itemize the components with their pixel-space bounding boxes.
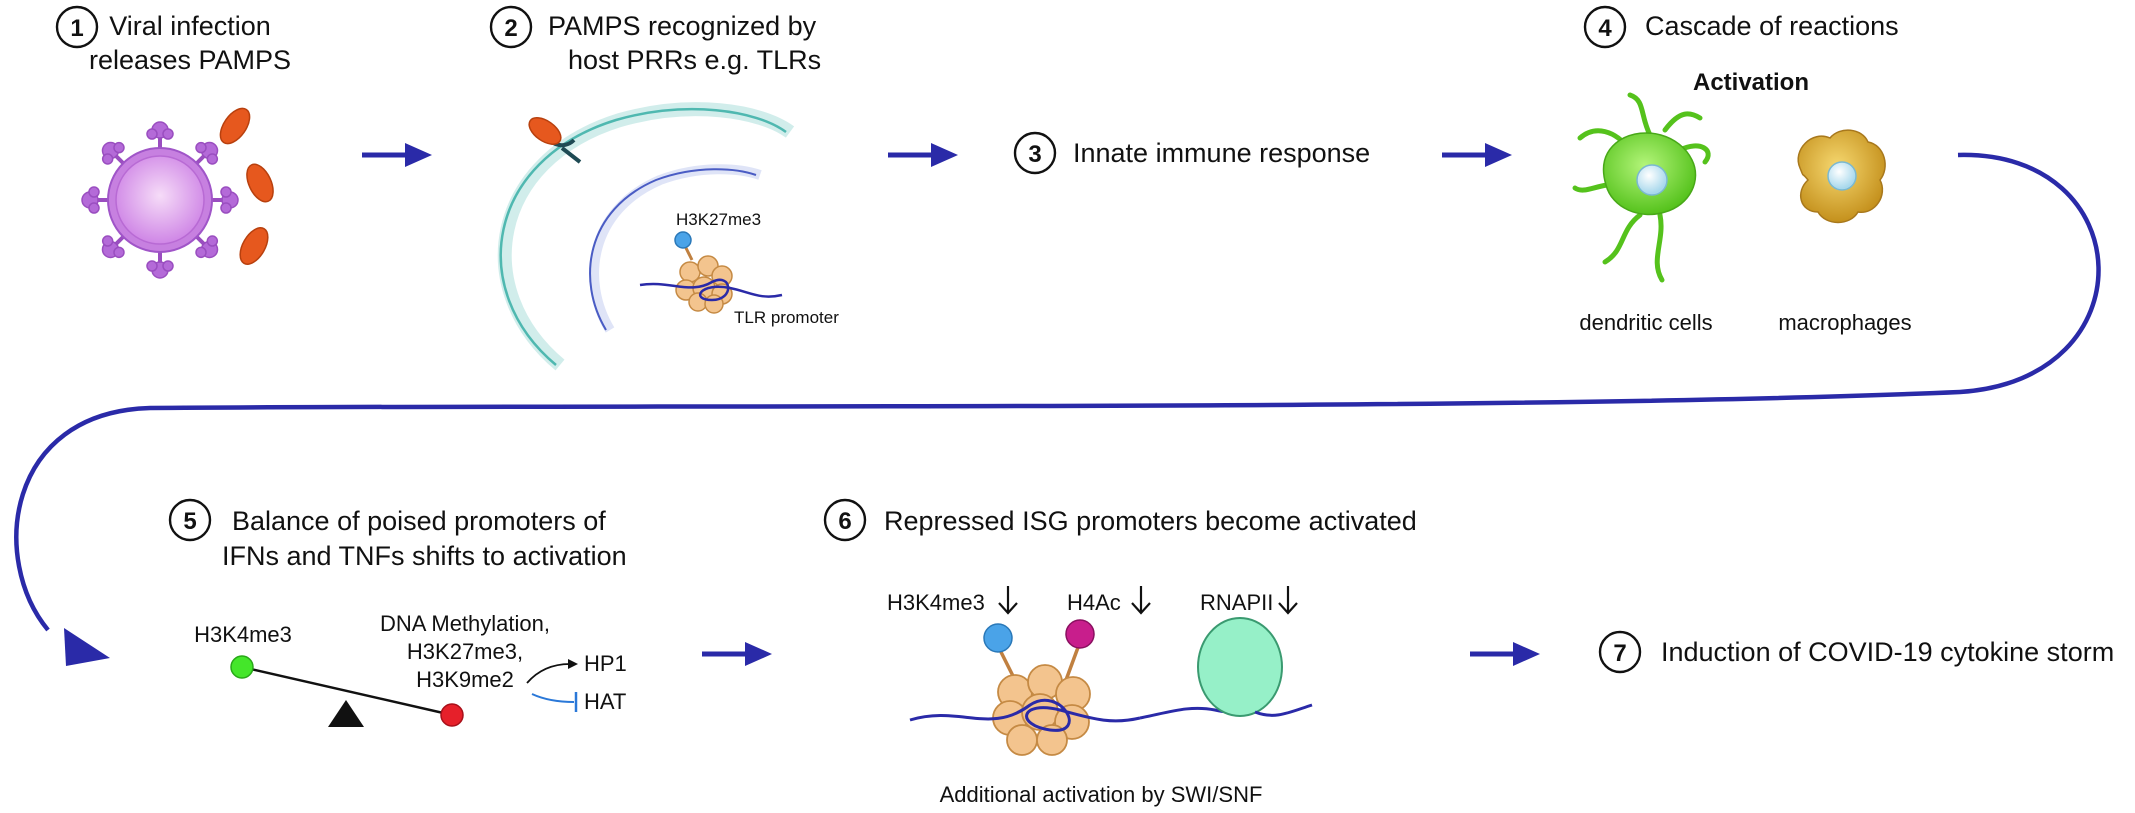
step-1-badge xyxy=(55,5,99,49)
repressive-marks-line3: H3K9me2 xyxy=(416,667,514,692)
step-2-title-line1: PAMPS recognized by xyxy=(548,11,817,41)
activation-heading: Activation xyxy=(1693,69,1809,96)
cell-membrane xyxy=(499,107,787,366)
step-5-number: 5 xyxy=(183,508,196,535)
step-5-title-line2: IFNs and TNFs shifts to activation xyxy=(222,541,627,571)
panel-2-host-cell: H3K27me3 TLR promoter xyxy=(497,102,839,371)
step-3: 3 Innate immune response xyxy=(1013,131,1370,175)
h3k27me3-mark xyxy=(674,231,692,249)
macrophage-icon xyxy=(1797,129,1886,224)
step-6-badge xyxy=(823,498,867,542)
h4ac-mark-label: H4Ac xyxy=(1067,590,1121,615)
step-3-badge xyxy=(1013,131,1057,175)
inhibition-bar-icon xyxy=(531,692,578,712)
step-5-badge xyxy=(168,498,212,542)
pamp-particle-2 xyxy=(246,163,274,203)
down-arrow-icon-2 xyxy=(1131,586,1151,615)
repressive-marks-line2: H3K27me3, xyxy=(407,639,523,664)
swisnf-footer: Additional activation by SWI/SNF xyxy=(940,782,1263,807)
repressive-marks-line1: DNA Methylation, xyxy=(380,611,550,636)
tlr-receptor-icon xyxy=(528,117,582,164)
step-1-title-line1: Viral infection xyxy=(109,11,271,41)
balance-scale-icon xyxy=(230,655,464,727)
step-7-badge xyxy=(1598,630,1642,674)
hp1-label: HP1 xyxy=(584,651,627,676)
arrow-3-to-4 xyxy=(1442,143,1512,167)
step-3-number: 3 xyxy=(1028,141,1041,168)
green-dot xyxy=(230,655,254,679)
h3k27me3-label: H3K27me3 xyxy=(676,210,761,229)
step-6-number: 6 xyxy=(838,508,851,535)
step-7-number: 7 xyxy=(1613,640,1626,667)
step-6: 6 Repressed ISG promoters become activat… xyxy=(823,498,1417,542)
activation-arrow-icon xyxy=(526,659,578,684)
step-4-number: 4 xyxy=(1598,15,1612,42)
down-arrow-icons xyxy=(998,586,1298,615)
connector-arrowhead xyxy=(64,628,110,666)
step-2-badge xyxy=(489,5,533,49)
step-4-title: Cascade of reactions xyxy=(1645,11,1899,41)
step-5-title-line1: Balance of poised promoters of xyxy=(232,506,606,536)
hat-label: HAT xyxy=(584,689,626,714)
flow-arrows xyxy=(362,143,1540,666)
step-5: 5 Balance of poised promoters of IFNs an… xyxy=(168,498,627,571)
rnapii-mark-label: RNAPII xyxy=(1200,590,1273,615)
h4ac-magenta-dot xyxy=(1065,619,1095,649)
panel-1-virus xyxy=(81,107,274,279)
tlr-promoter-label: TLR promoter xyxy=(734,308,839,327)
arrow-6-to-7 xyxy=(1470,642,1540,666)
down-arrow-icon-3 xyxy=(1278,586,1298,615)
h3k4me3-balance-label: H3K4me3 xyxy=(194,622,292,647)
virus-icon xyxy=(81,121,239,279)
connector-4-to-5 xyxy=(14,152,2101,666)
down-arrow-icon-1 xyxy=(998,586,1018,615)
step-4: 4 Cascade of reactions xyxy=(1583,5,1899,49)
activated-nucleosome-icon xyxy=(909,619,1261,756)
panel-4-activation: Activation dendritic cells macrophages xyxy=(1572,69,1912,335)
panel-5-balance: H3K4me3 DNA Methylation, H3K27me3, H3K9m… xyxy=(194,611,627,727)
arrow-2-to-3 xyxy=(888,143,958,167)
pamp-particle-3 xyxy=(239,227,269,265)
h3k4me3-mark-label: H3K4me3 xyxy=(887,590,985,615)
rnapii-icon xyxy=(1197,617,1313,717)
dendritic-cell-icon xyxy=(1572,92,1711,283)
tlr-nucleosome-icon xyxy=(639,231,783,314)
nuclear-envelope xyxy=(589,168,757,331)
arrow-1-to-2 xyxy=(362,143,432,167)
dendritic-cells-label: dendritic cells xyxy=(1579,310,1712,335)
macrophages-label: macrophages xyxy=(1778,310,1911,335)
step-2-number: 2 xyxy=(504,15,517,42)
red-dot xyxy=(440,703,464,727)
step-1: 1 Viral infection releases PAMPS xyxy=(55,5,291,75)
arrow-5-to-6 xyxy=(702,642,772,666)
step-2: 2 PAMPS recognized by host PRRs e.g. TLR… xyxy=(489,5,821,75)
step-1-title-line2: releases PAMPS xyxy=(89,45,291,75)
panel-6-promoters: H3K4me3 H4Ac RNAPII Additional activatio xyxy=(887,586,1313,807)
step-4-badge xyxy=(1583,5,1627,49)
nuclear-envelope-glow xyxy=(589,164,762,333)
step-7: 7 Induction of COVID-19 cytokine storm xyxy=(1598,630,2114,674)
h3k4me3-blue-dot xyxy=(983,623,1013,653)
step-2-title-line2: host PRRs e.g. TLRs xyxy=(568,45,821,75)
step-6-title: Repressed ISG promoters become activated xyxy=(884,506,1417,536)
pamp-particle-1 xyxy=(219,107,251,145)
step-7-title: Induction of COVID-19 cytokine storm xyxy=(1661,637,2114,667)
step-1-number: 1 xyxy=(70,15,83,42)
step-3-title: Innate immune response xyxy=(1073,138,1370,168)
